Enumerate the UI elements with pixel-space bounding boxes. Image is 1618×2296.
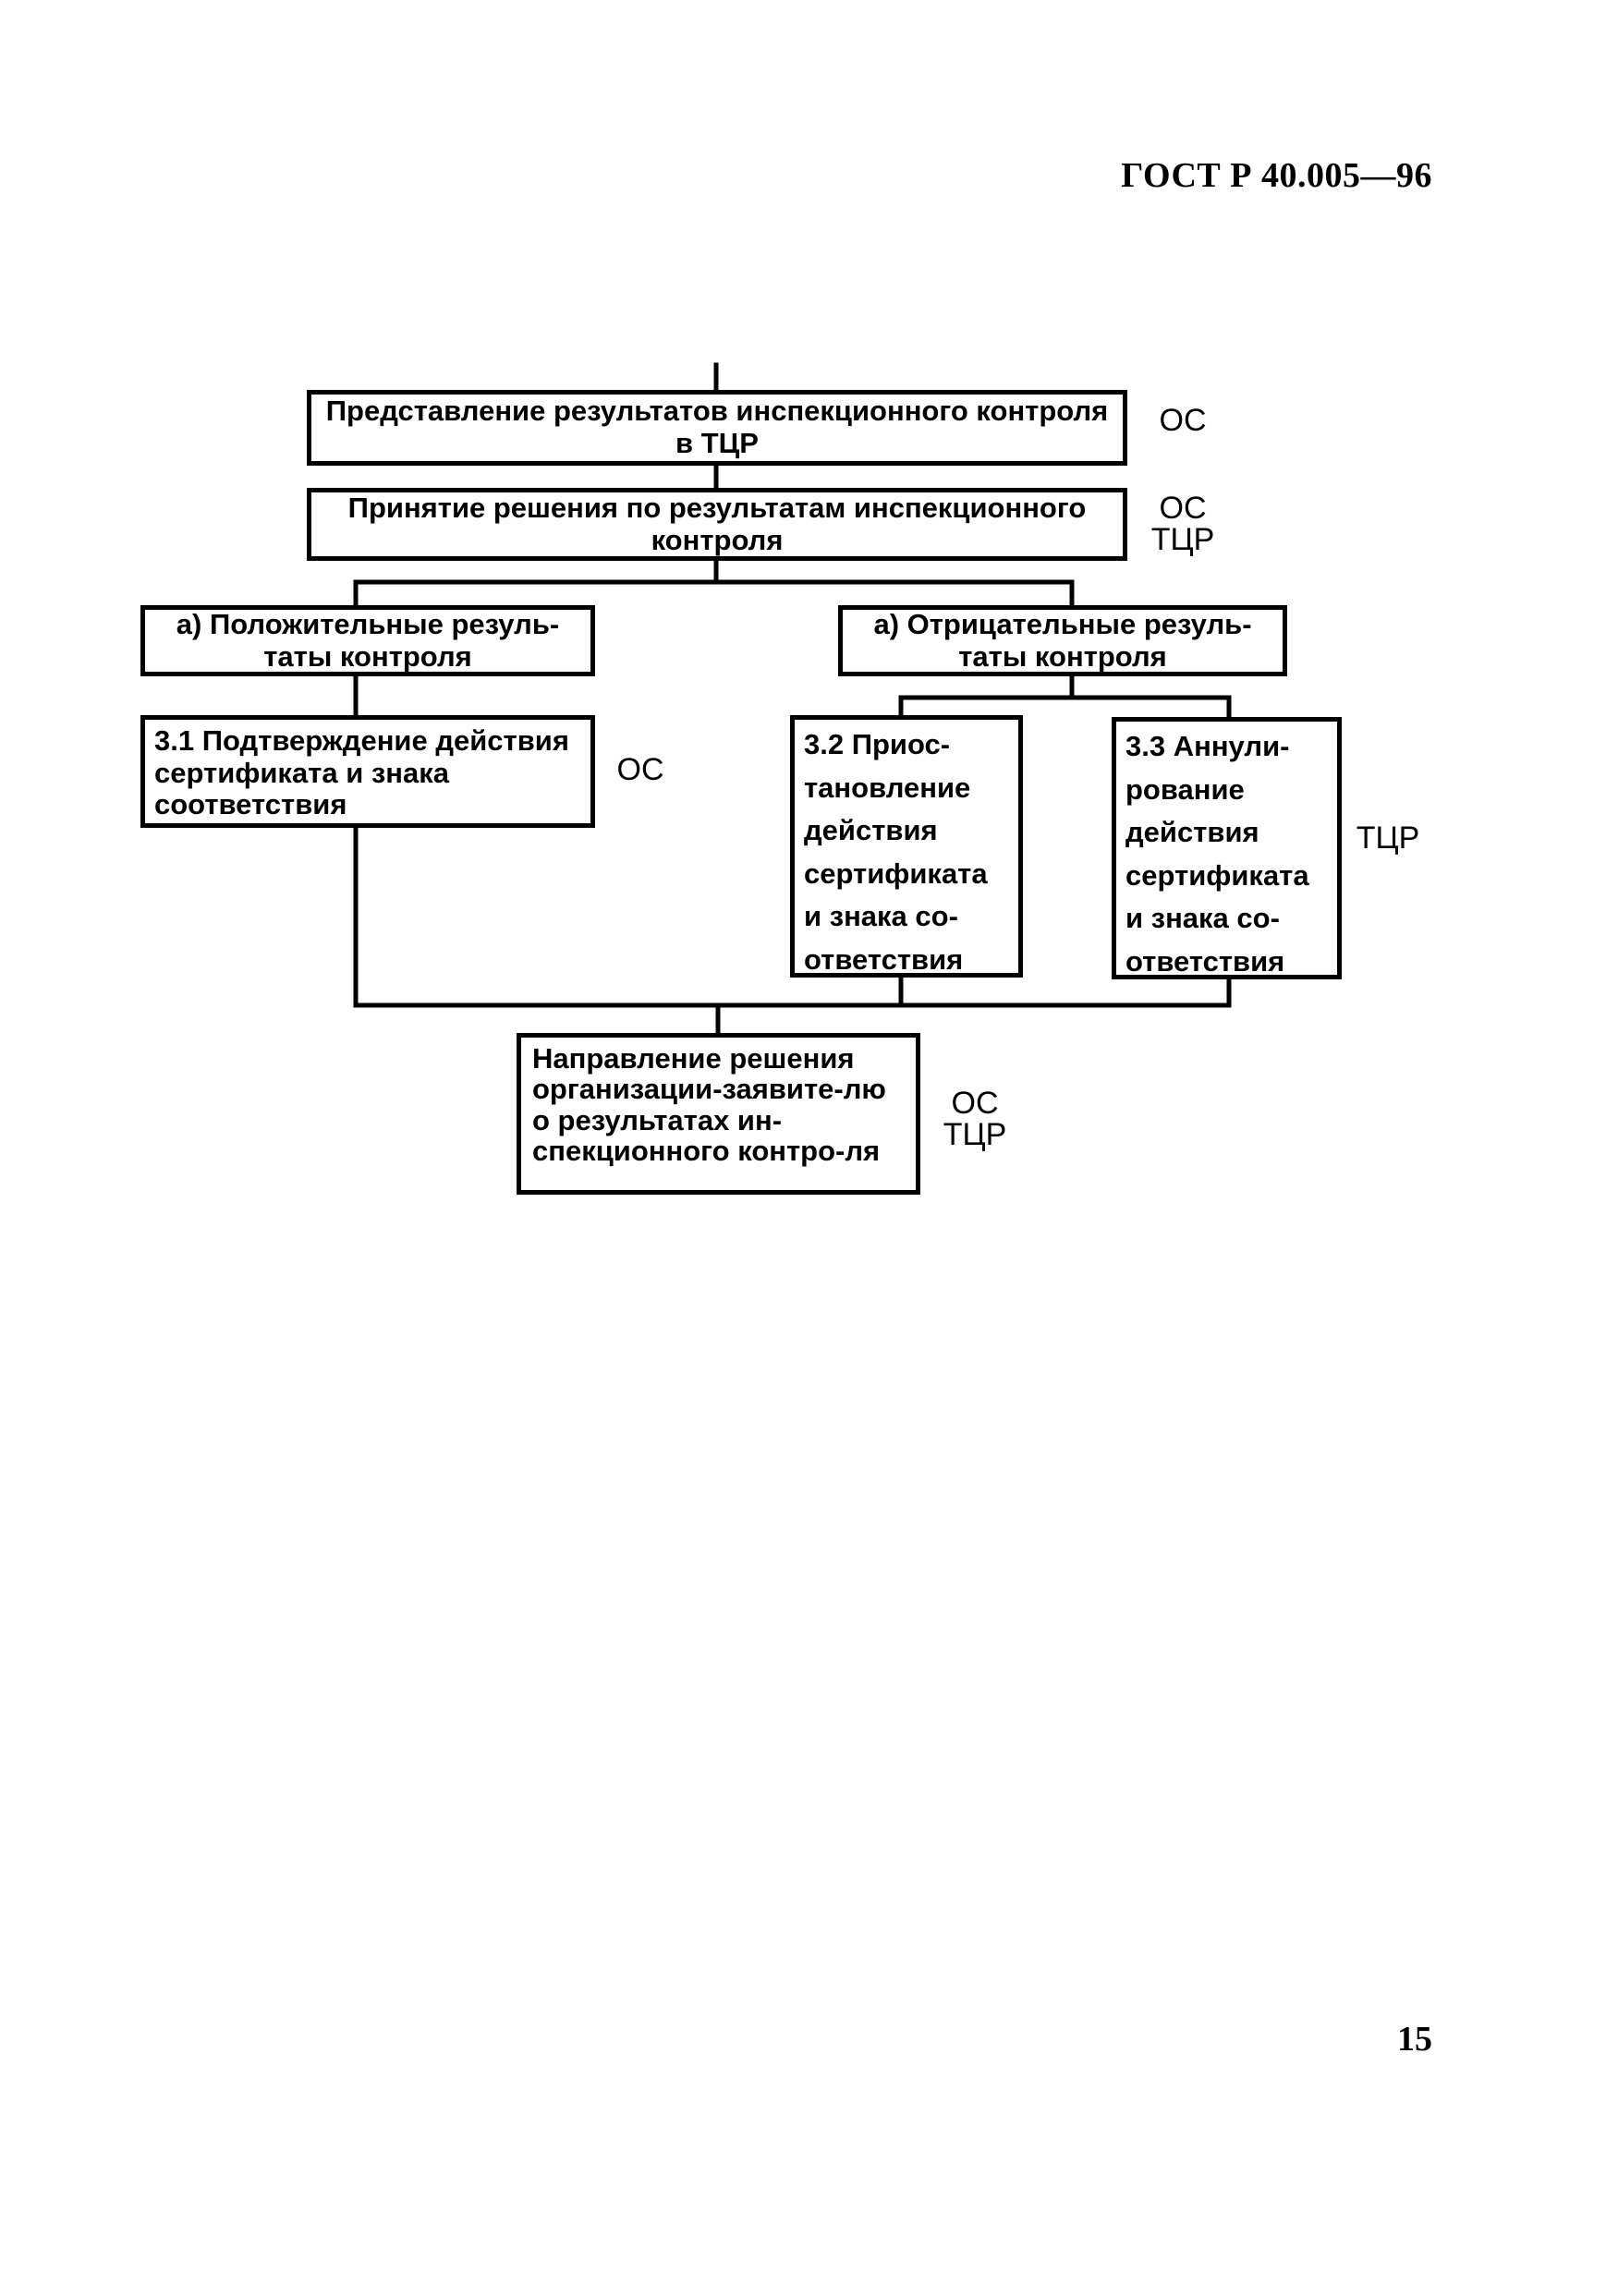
box-annul-certificate: 3.3 Аннули-рование действия сертификата … — [1112, 717, 1342, 979]
box-decision: Принятие решения по результатам инспекци… — [307, 488, 1127, 561]
box-present-results: Представление результатов инспекционного… — [307, 390, 1127, 466]
role-present: ОС — [1150, 405, 1215, 436]
box-positive-results-label: а) Положительные резуль-таты контроля — [176, 607, 560, 673]
document-code: ГОСТ Р 40.005—96 — [1121, 156, 1432, 195]
box-suspend-certificate: 3.2 Приос-тановление действия сертификат… — [790, 715, 1023, 978]
connector-negative-split — [898, 695, 1232, 720]
role-present-label: ОС — [1159, 403, 1207, 438]
box-negative-results: а) Отрицательные резуль-таты контроля — [838, 605, 1287, 676]
connector-branch-horizontal — [353, 579, 1075, 611]
role-notify: ОС ТЦР — [938, 1087, 1012, 1150]
box-decision-label: Принятие решения по результатам инспекци… — [347, 491, 1087, 556]
role-annul-label: ТЦР — [1356, 820, 1420, 856]
box-positive-results: а) Положительные резуль-таты контроля — [140, 605, 595, 676]
role-decision: ОС ТЦР — [1146, 492, 1220, 555]
box-notify-applicant: Направление решения организации-заявите-… — [517, 1033, 920, 1195]
role-annul: ТЦР — [1351, 822, 1425, 854]
box-negative-results-label: а) Отрицательные резуль-таты контроля — [873, 607, 1252, 673]
role-decision-label-1: ОС — [1159, 491, 1207, 526]
role-notify-label-1: ОС — [951, 1086, 999, 1121]
box-suspend-certificate-label: 3.2 Приос-тановление действия сертификат… — [804, 728, 988, 976]
box-present-results-label: Представление результатов инспекционного… — [325, 395, 1109, 459]
box-annul-certificate-label: 3.3 Аннули-рование действия сертификата … — [1125, 730, 1309, 978]
box-confirm-certificate: 3.1 Подтверждение действия сертификата и… — [140, 715, 595, 828]
role-decision-label-2: ТЦР — [1150, 522, 1215, 557]
box-notify-applicant-label: Направление решения организации-заявите-… — [532, 1042, 886, 1168]
role-confirm: ОС — [608, 754, 673, 785]
box-confirm-certificate-label: 3.1 Подтверждение действия сертификата и… — [154, 724, 569, 821]
role-confirm-label: ОС — [616, 752, 664, 787]
page-number: 15 — [1397, 2020, 1432, 2059]
role-notify-label-2: ТЦР — [943, 1117, 1007, 1152]
